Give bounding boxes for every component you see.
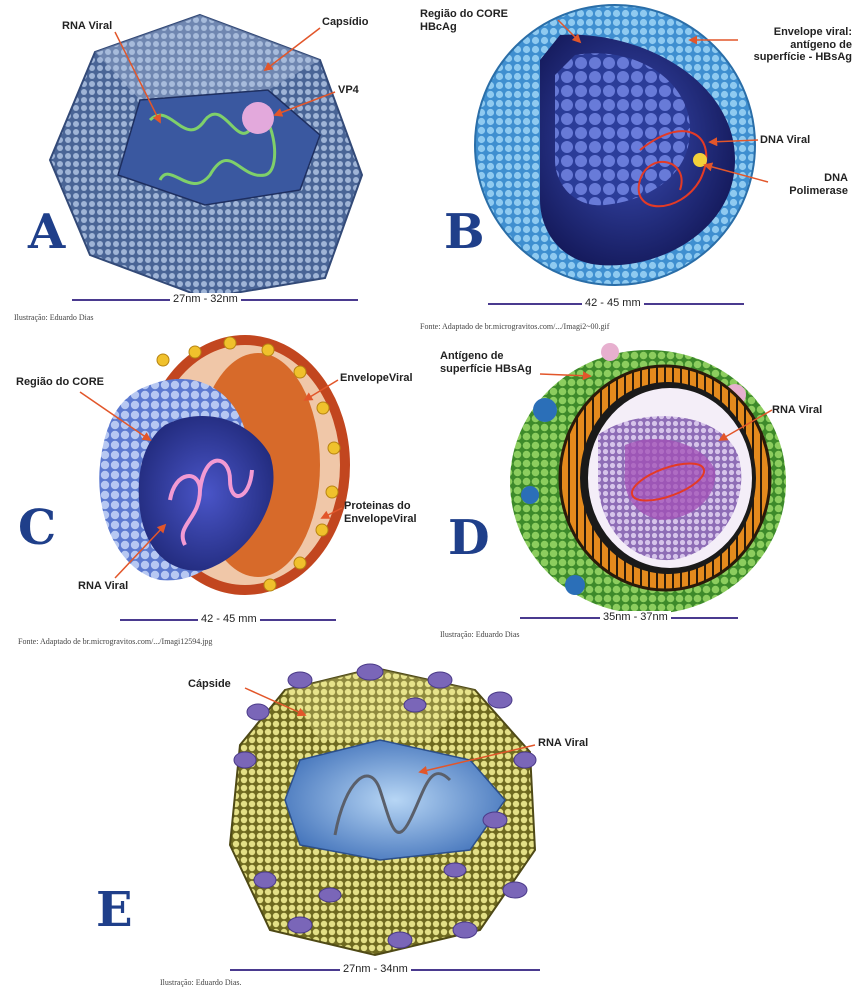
label-a-capsid: Capsídio [322, 16, 368, 29]
virus-d-illustration [510, 343, 786, 614]
panel-letter-d: D [448, 514, 490, 562]
credit-a: Ilustração: Eduardo Dias [14, 313, 94, 322]
panel-letter-a: A [28, 208, 65, 256]
virus-a-vp4-sphere [242, 102, 274, 134]
credit-e: Ilustração: Eduardo Dias. [160, 978, 242, 987]
credit-c: Fonte: Adaptado de br.microgravitos.com/… [18, 637, 212, 646]
credit-d: Ilustração: Eduardo Dias [440, 630, 520, 639]
panel-letter-b: B [444, 208, 485, 256]
label-a-rna: RNA Viral [62, 20, 112, 33]
virus-e-illustration [230, 664, 536, 955]
label-c-rna: RNA Viral [78, 580, 128, 593]
panel-letter-c: C [18, 504, 56, 552]
virus-b-polymerase [693, 153, 707, 167]
label-c-envelope: EnvelopeViral [340, 372, 413, 385]
label-b-envelope: Envelope viral: antígeno de superfície -… [742, 26, 852, 64]
label-b-dna: DNA Viral [760, 134, 810, 147]
label-d-rna: RNA Viral [772, 404, 822, 417]
label-c-core: Região do CORE [16, 376, 104, 389]
label-a-vp4: VP4 [338, 84, 359, 97]
scale-label-d: 35nm - 37nm [600, 611, 671, 623]
label-b-polymerase: DNA Polimerase [768, 172, 848, 197]
panel-letter-e: E [96, 886, 133, 934]
label-d-antigen: Antígeno de superfície HBsAg [440, 350, 540, 375]
label-b-core: Região do CORE HBcAg [420, 8, 530, 33]
scale-label-a: 27nm - 32nm [170, 293, 241, 305]
credit-b: Fonte: Adaptado de br.microgravitos.com/… [420, 322, 609, 331]
label-e-rna: RNA Viral [538, 737, 588, 750]
label-c-proteins: Proteinas do EnvelopeViral [344, 500, 426, 525]
virus-a-illustration [50, 15, 362, 298]
label-e-capsid: Cápside [188, 678, 231, 691]
scale-label-b: 42 - 45 mm [582, 297, 644, 309]
scale-label-e: 27nm - 34nm [340, 963, 411, 975]
scale-label-c: 42 - 45 mm [198, 613, 260, 625]
virus-b-illustration [475, 5, 755, 285]
virus-c-illustration [99, 337, 345, 591]
